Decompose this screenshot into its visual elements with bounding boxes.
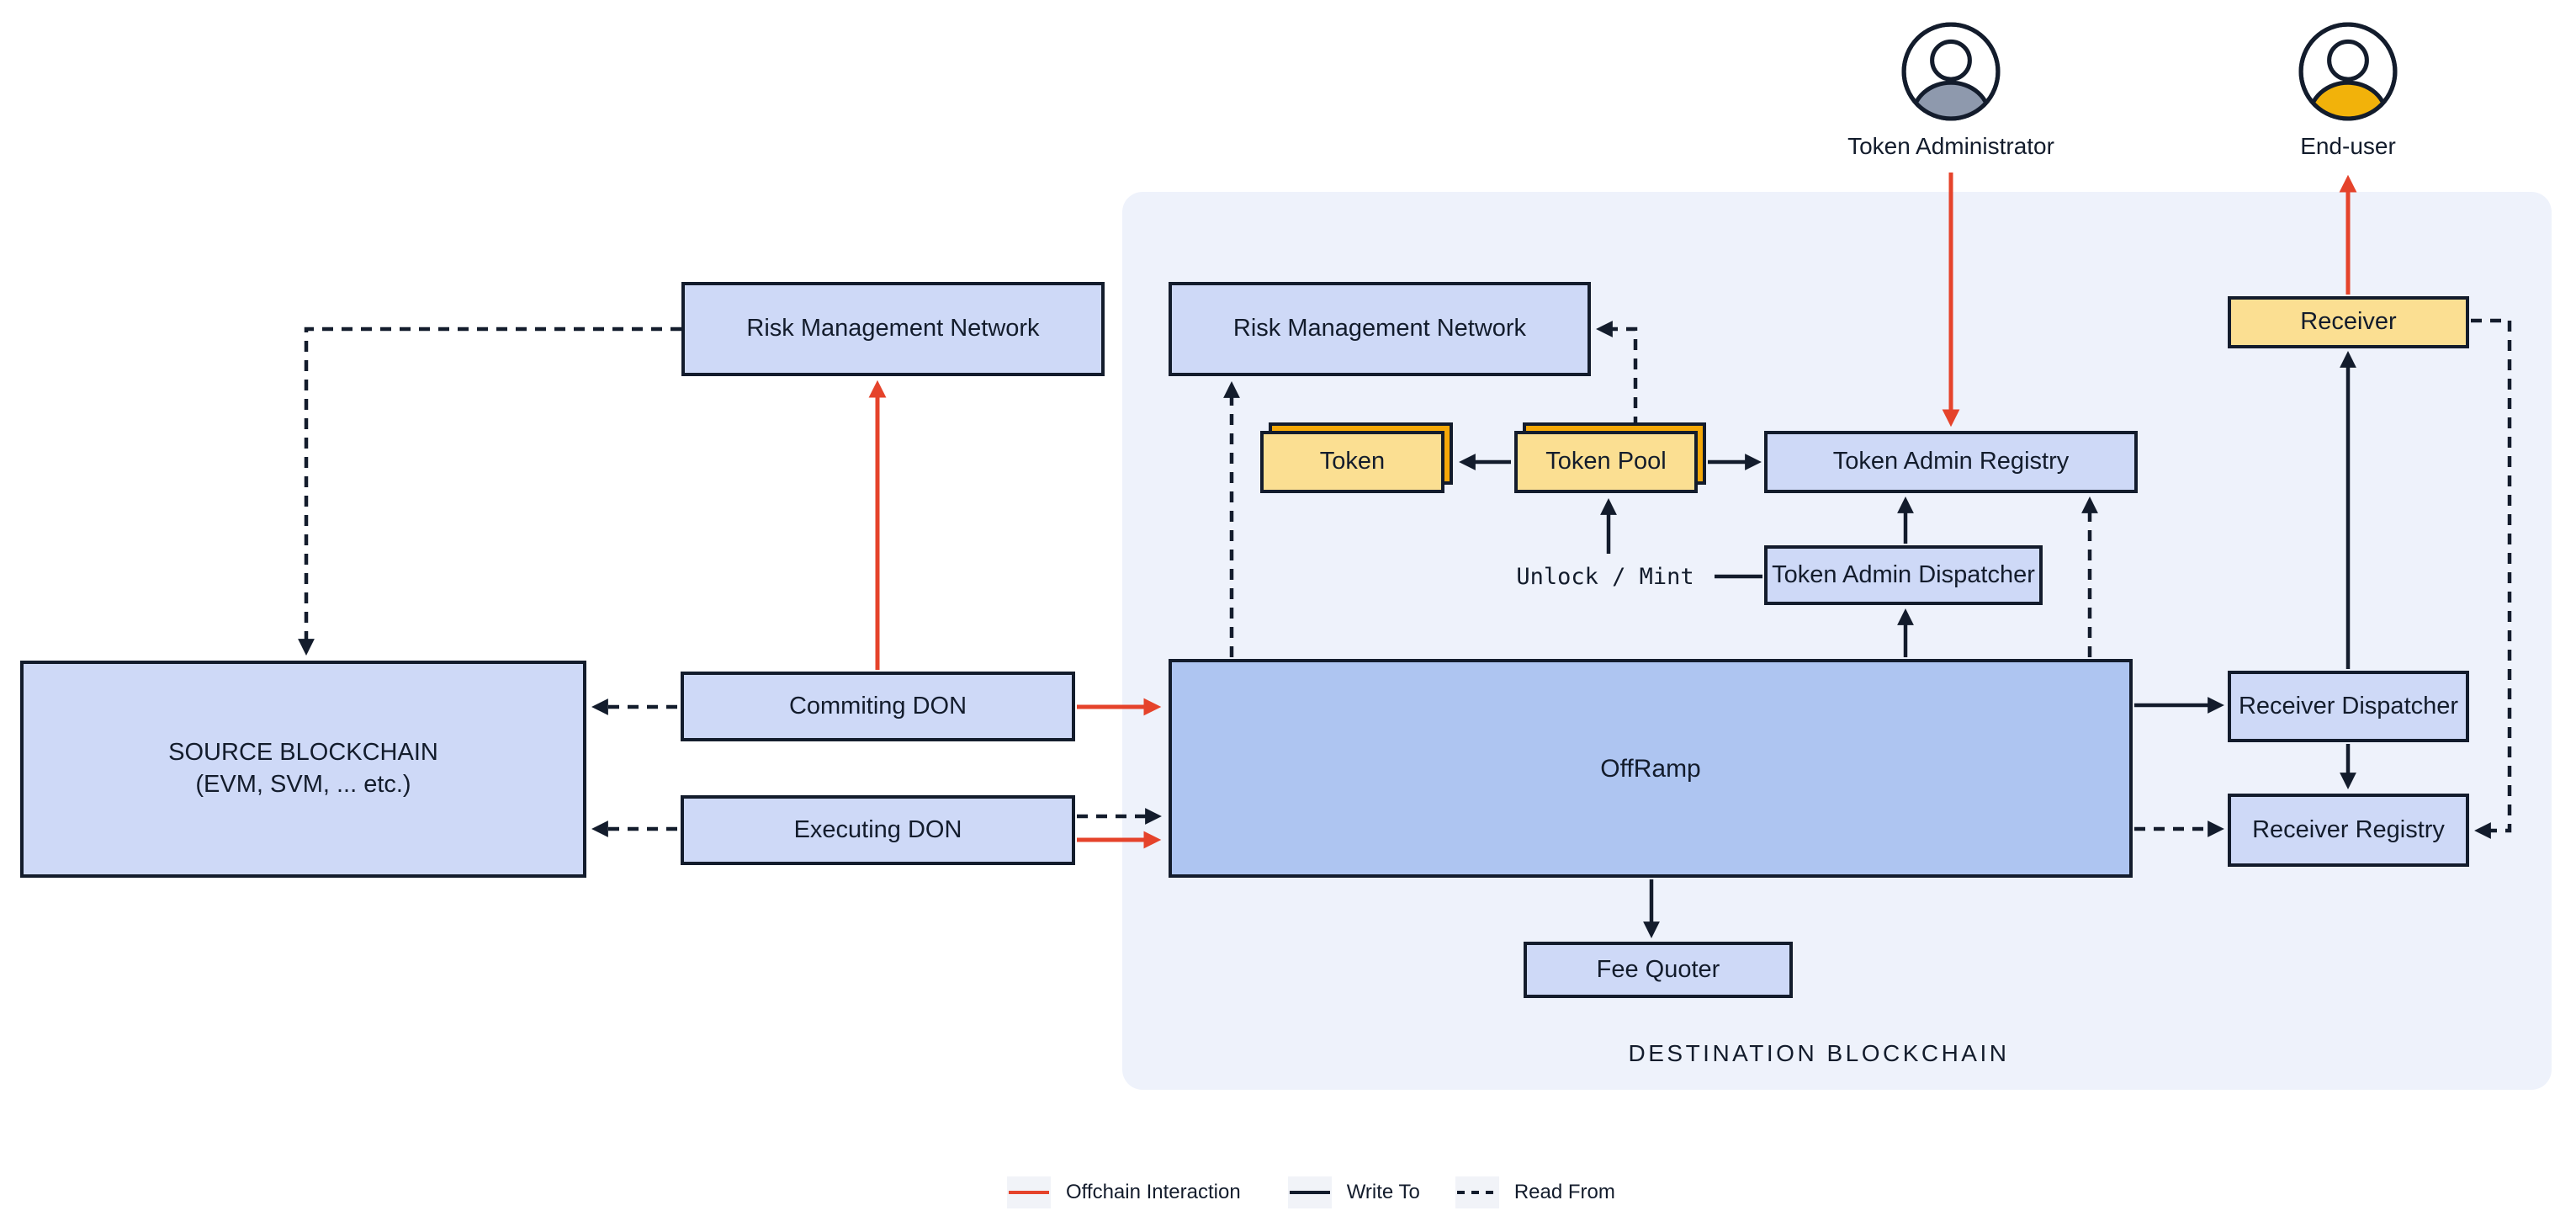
source-blockchain-label: SOURCE BLOCKCHAIN <box>168 739 438 767</box>
node-source-blockchain: SOURCE BLOCKCHAIN (EVM, SVM, ... etc.) <box>20 661 586 878</box>
write-to-line-swatch <box>1287 1176 1332 1208</box>
offramp-label: OffRamp <box>1600 754 1701 783</box>
legend-read-from-label: Read From <box>1513 1181 1615 1203</box>
read-from-line-swatch <box>1455 1176 1499 1208</box>
legend-item-offchain: Offchain Interaction <box>1007 1176 1241 1208</box>
node-receiver-dispatcher: Receiver Dispatcher <box>2228 671 2469 742</box>
offchain-line-swatch <box>1007 1176 1051 1208</box>
legend-write-to-label: Write To <box>1346 1181 1420 1203</box>
end-user-label: End-user <box>2300 133 2396 159</box>
receiver-label: Receiver <box>2300 308 2397 336</box>
token-admin-dispatcher-label: Token Admin Dispatcher <box>1772 560 2035 588</box>
node-token-pool: Token Pool <box>1514 431 1698 493</box>
unlock-mint-label: Unlock / Mint <box>1516 564 1694 590</box>
node-executing-don: Executing DON <box>681 795 1075 865</box>
token-administrator-label: Token Administrator <box>1847 133 2054 159</box>
node-commiting-don: Commiting DON <box>681 672 1075 741</box>
destination-blockchain-label: DESTINATION BLOCKCHAIN <box>1628 1040 2010 1066</box>
node-fee-quoter: Fee Quoter <box>1524 942 1793 998</box>
receiver-registry-label: Receiver Registry <box>2252 815 2445 843</box>
commiting-don-label: Commiting DON <box>788 692 967 720</box>
receiver-dispatcher-label: Receiver Dispatcher <box>2238 692 2459 720</box>
token-pool-label: Token Pool <box>1545 448 1667 475</box>
token-admin-registry-label: Token Admin Registry <box>1832 448 2070 475</box>
node-rmn-source: Risk Management Network <box>681 282 1105 376</box>
token-label: Token <box>1319 448 1386 475</box>
legend: Offchain Interaction Write To Read From <box>1007 1176 1615 1208</box>
rmn-destination-label: Risk Management Network <box>1232 315 1527 343</box>
executing-don-label: Executing DON <box>793 815 962 843</box>
node-token-admin-dispatcher: Token Admin Dispatcher <box>1764 545 2043 605</box>
fee-quoter-label: Fee Quoter <box>1596 955 1720 983</box>
legend-offchain-label: Offchain Interaction <box>1066 1181 1241 1203</box>
node-offramp: OffRamp <box>1169 659 2133 878</box>
node-token: Token <box>1260 431 1444 493</box>
node-rmn-destination: Risk Management Network <box>1169 282 1591 376</box>
node-receiver-registry: Receiver Registry <box>2228 794 2469 867</box>
legend-item-read-from: Read From <box>1455 1176 1615 1208</box>
rmn-source-label: Risk Management Network <box>746 315 1040 343</box>
end-user-icon <box>2298 22 2398 121</box>
node-receiver: Receiver <box>2228 296 2469 348</box>
legend-item-write-to: Write To <box>1287 1176 1420 1208</box>
node-token-admin-registry: Token Admin Registry <box>1764 431 2138 493</box>
source-blockchain-sublabel: (EVM, SVM, ... etc.) <box>195 771 411 798</box>
arrow-rmnsource-to-source <box>298 327 681 656</box>
token-administrator-icon <box>1901 22 2001 121</box>
actor-token-administrator: Token Administrator <box>1847 20 2054 160</box>
actor-end-user: End-user <box>2247 20 2449 160</box>
